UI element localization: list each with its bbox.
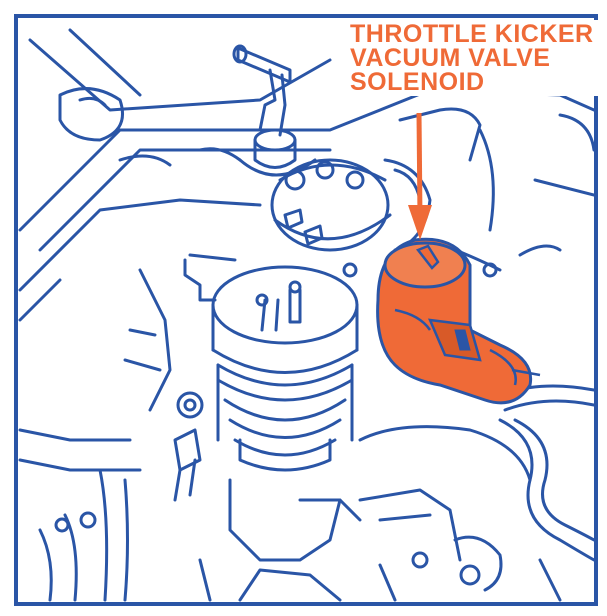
diagram-border — [14, 14, 598, 606]
vacuum-hose — [358, 384, 594, 562]
bracket — [18, 253, 237, 472]
callout-label: THROTTLE KICKER VACUUM VALVE SOLENOID — [346, 20, 598, 96]
lower-engine — [198, 478, 562, 602]
arrow-down-icon — [408, 112, 432, 240]
callout-line-3: SOLENOID — [350, 68, 485, 96]
callout-line-2: VACUUM VALVE — [350, 44, 551, 72]
canister — [211, 265, 359, 472]
spark-plug — [38, 428, 202, 602]
callout-line-1: THROTTLE KICKER — [350, 20, 594, 48]
distributor — [270, 158, 498, 278]
solenoid-icon — [376, 237, 541, 405]
hose-fitting — [232, 44, 317, 177]
